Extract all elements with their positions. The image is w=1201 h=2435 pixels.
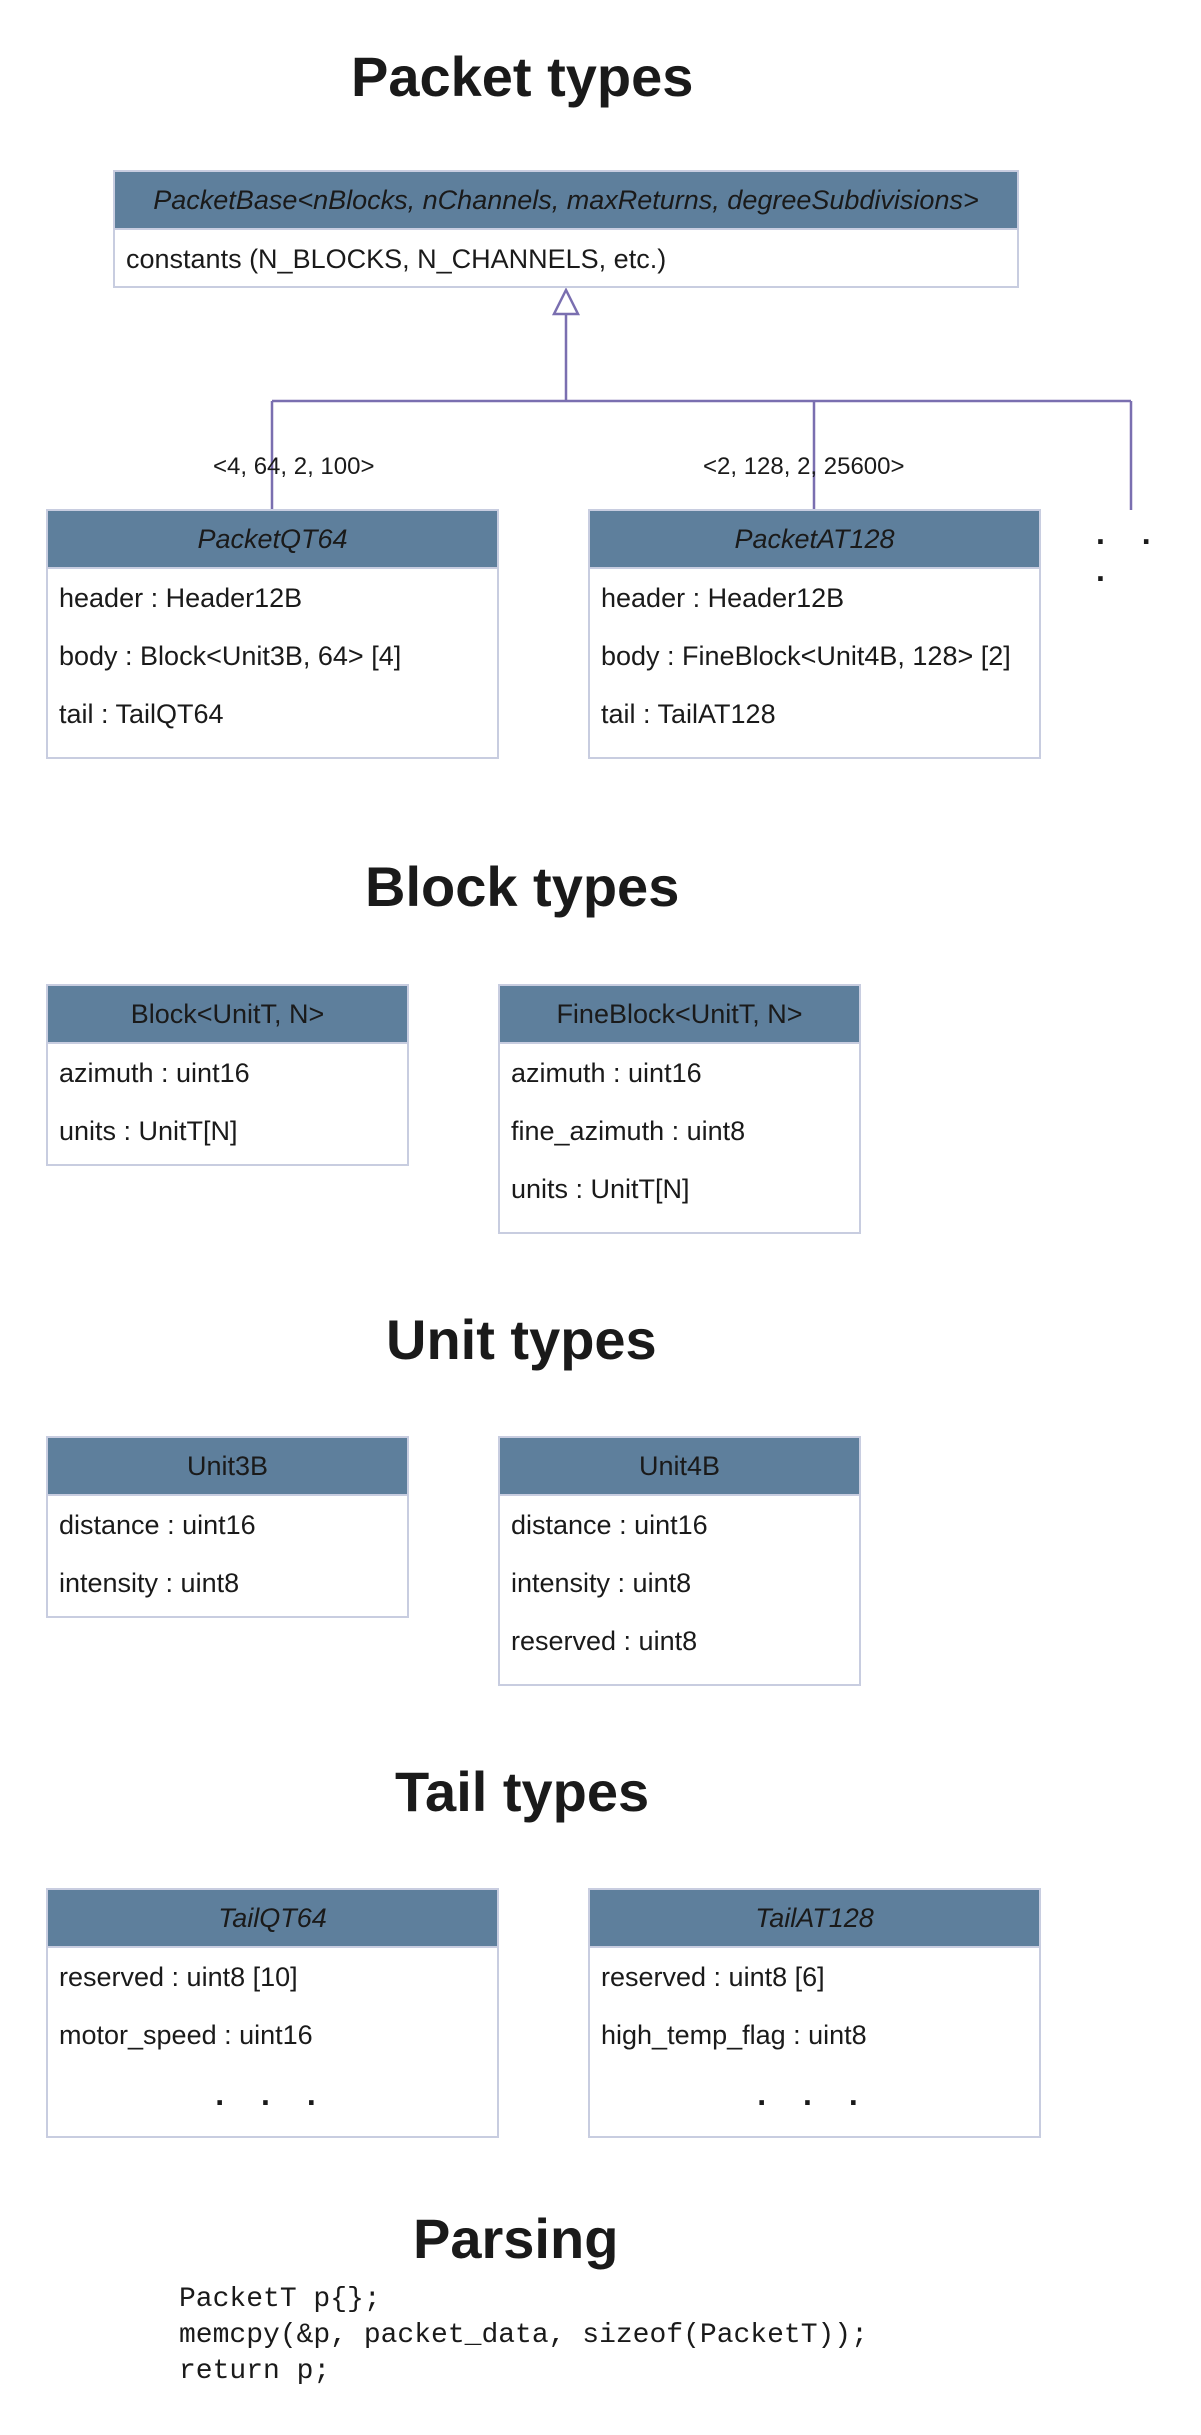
block-field-units: units : UnitT[N]: [59, 1116, 238, 1146]
packet-base-title: PacketBase<nBlocks, nChannels, maxReturn…: [115, 172, 1017, 230]
packet-at128-field-body: body : FineBlock<Unit4B, 128> [2]: [601, 641, 1011, 671]
inheritance-arrowhead: [551, 287, 581, 316]
fine-block-box: FineBlock<UnitT, N> azimuth : uint16 fin…: [498, 984, 861, 1234]
tail-qt64-box: TailQT64 reserved : uint8 [10] motor_spe…: [46, 1888, 499, 2138]
packet-qt64-field-header: header : Header12B: [59, 583, 303, 613]
packet-at128-field-tail: tail : TailAT128: [601, 699, 776, 729]
tail-at128-field-high-temp-flag: high_temp_flag : uint8: [601, 2020, 867, 2050]
packet-at128-box: PacketAT128 header : Header12B body : Fi…: [588, 509, 1041, 759]
section-title-packet-types: Packet types: [351, 45, 694, 108]
unit4b-field-reserved: reserved : uint8: [511, 1626, 698, 1656]
section-title-tail-types: Tail types: [395, 1760, 650, 1823]
unit3b-field-distance: distance : uint16: [59, 1510, 256, 1540]
packet-base-box: PacketBase<nBlocks, nChannels, maxReturn…: [113, 170, 1019, 288]
packet-base-field: constants (N_BLOCKS, N_CHANNELS, etc.): [126, 244, 667, 274]
unit3b-field-intensity: intensity : uint8: [59, 1568, 240, 1598]
unit4b-title: Unit4B: [500, 1438, 859, 1496]
block-box: Block<UnitT, N> azimuth : uint16 units :…: [46, 984, 409, 1166]
fine-block-field-fine-azimuth: fine_azimuth : uint8: [511, 1116, 746, 1146]
fine-block-field-azimuth: azimuth : uint16: [511, 1058, 702, 1088]
packet-qt64-field-tail: tail : TailQT64: [59, 699, 224, 729]
unit3b-title: Unit3B: [48, 1438, 407, 1496]
tail-qt64-title: TailQT64: [48, 1890, 497, 1948]
packet-at128-field-header: header : Header12B: [601, 583, 845, 613]
unit4b-box: Unit4B distance : uint16 intensity : uin…: [498, 1436, 861, 1686]
fine-block-field-units: units : UnitT[N]: [511, 1174, 690, 1204]
tail-at128-title: TailAT128: [590, 1890, 1039, 1948]
tail-qt64-field-reserved: reserved : uint8 [10]: [59, 1962, 298, 1992]
unit3b-box: Unit3B distance : uint16 intensity : uin…: [46, 1436, 409, 1618]
packet-at128-title: PacketAT128: [590, 511, 1039, 569]
tail-qt64-more-marker: . . .: [215, 2076, 330, 2112]
tail-at128-box: TailAT128 reserved : uint8 [6] high_temp…: [588, 1888, 1041, 2138]
packet-qt64-field-body: body : Block<Unit3B, 64> [4]: [59, 641, 402, 671]
packet-qt64-title: PacketQT64: [48, 511, 497, 569]
parsing-code-block: PacketT p{}; memcpy(&p, packet_data, size…: [179, 2282, 868, 2390]
block-field-azimuth: azimuth : uint16: [59, 1058, 250, 1088]
code-line: return p;: [179, 2356, 331, 2387]
code-line: memcpy(&p, packet_data, sizeof(PacketT))…: [179, 2320, 868, 2351]
template-args-at128: <2, 128, 2, 25600>: [703, 453, 905, 480]
block-title: Block<UnitT, N>: [48, 986, 407, 1044]
template-args-qt64: <4, 64, 2, 100>: [213, 453, 375, 480]
tail-at128-field-reserved: reserved : uint8 [6]: [601, 1962, 825, 1992]
tail-at128-more-marker: . . .: [757, 2076, 872, 2112]
more-packets-marker: . . .: [1096, 515, 1165, 588]
unit4b-field-distance: distance : uint16: [511, 1510, 708, 1540]
section-title-parsing: Parsing: [413, 2207, 619, 2270]
code-line: PacketT p{};: [179, 2284, 381, 2315]
packet-qt64-box: PacketQT64 header : Header12B body : Blo…: [46, 509, 499, 759]
section-title-unit-types: Unit types: [386, 1308, 657, 1371]
tail-qt64-field-motor-speed: motor_speed : uint16: [59, 2020, 313, 2050]
section-title-block-types: Block types: [365, 855, 680, 918]
fine-block-title: FineBlock<UnitT, N>: [500, 986, 859, 1044]
unit4b-field-intensity: intensity : uint8: [511, 1568, 692, 1598]
